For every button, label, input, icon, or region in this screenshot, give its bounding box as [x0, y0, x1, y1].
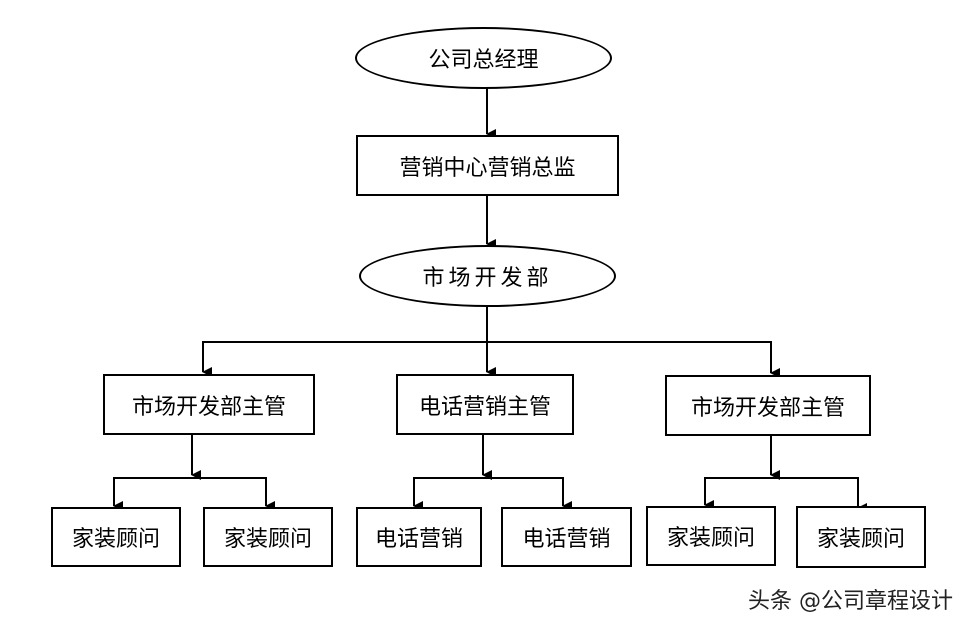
- node-supervisor-1: 市场开发部主管: [103, 374, 315, 435]
- node-staff-2b: 电话营销: [501, 507, 632, 567]
- node-staff-1a: 家装顾问: [51, 507, 181, 567]
- node-staff-3b: 家装顾问: [796, 506, 926, 568]
- node-market-development-dept-label: 市场开发部: [422, 266, 553, 291]
- node-marketing-director: 营销中心营销总监: [356, 135, 619, 196]
- node-market-development-dept: 市场开发部: [359, 245, 616, 307]
- node-staff-1a-label: 家装顾问: [71, 527, 160, 552]
- node-supervisor-3: 市场开发部主管: [665, 375, 871, 436]
- node-staff-3b-label: 家装顾问: [816, 527, 905, 552]
- node-general-manager-label: 公司总经理: [428, 48, 539, 73]
- node-staff-3a: 家装顾问: [646, 506, 776, 566]
- node-staff-1b: 家装顾问: [203, 507, 333, 567]
- node-supervisor-3-label: 市场开发部主管: [690, 395, 845, 421]
- node-supervisor-2-label: 电话营销主管: [418, 394, 551, 420]
- node-supervisor-1-label: 市场开发部主管: [131, 394, 286, 420]
- node-marketing-director-label: 营销中心营销总监: [399, 155, 576, 181]
- node-staff-2a: 电话营销: [356, 507, 482, 567]
- node-staff-1b-label: 家装顾问: [223, 527, 312, 552]
- node-general-manager: 公司总经理: [355, 27, 612, 89]
- node-staff-2a-label: 电话营销: [374, 527, 463, 552]
- watermark: 头条 @公司章程设计: [748, 589, 953, 614]
- node-staff-2b-label: 电话营销: [522, 527, 611, 552]
- node-staff-3a-label: 家装顾问: [666, 526, 755, 551]
- node-supervisor-2: 电话营销主管: [396, 374, 574, 435]
